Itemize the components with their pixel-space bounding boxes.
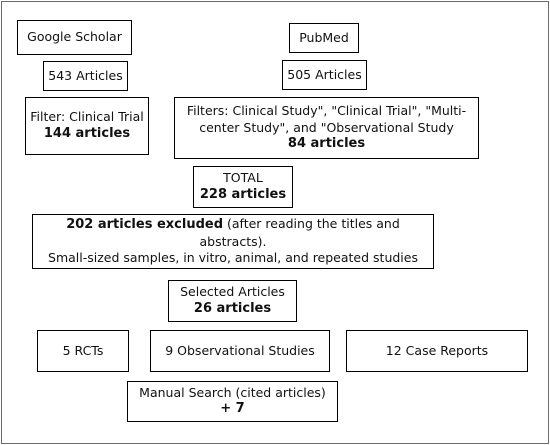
excluded-reason: (after reading the titles and abstracts)… xyxy=(199,216,400,250)
google-count: 543 Articles xyxy=(48,67,123,83)
rcts-box: 5 RCTs xyxy=(37,330,129,372)
manual-search-value: + 7 xyxy=(220,401,245,417)
pubmed-label: PubMed xyxy=(299,29,349,45)
observational-label: 9 Observational Studies xyxy=(165,342,315,358)
google-count-box: 543 Articles xyxy=(43,61,128,91)
excluded-count: 202 articles excluded xyxy=(66,217,224,233)
selected-label: Selected Articles xyxy=(180,284,285,300)
selected-value: 26 articles xyxy=(193,300,272,316)
total-value: 228 articles xyxy=(199,186,287,202)
pubmed-box: PubMed xyxy=(289,23,359,53)
google-filter-box: Filter: Clinical Trial 144 articles xyxy=(25,97,149,155)
pubmed-filter-box: Filters: Clinical Study", "Clinical Tria… xyxy=(174,97,479,159)
total-box: TOTAL 228 articles xyxy=(193,166,293,208)
pubmed-filter-line1: Filters: Clinical Study", "Clinical Tria… xyxy=(186,103,467,119)
case-reports-label: 12 Case Reports xyxy=(385,342,489,358)
manual-search-label: Manual Search (cited articles) xyxy=(139,384,326,400)
excluded-line1: 202 articles excluded (after reading the… xyxy=(33,216,433,250)
pubmed-count: 505 Articles xyxy=(287,66,362,82)
pubmed-count-box: 505 Articles xyxy=(282,60,367,90)
observational-box: 9 Observational Studies xyxy=(150,330,330,372)
selected-box: Selected Articles 26 articles xyxy=(168,280,297,322)
excluded-line2: Small-sized samples, in vitro, animal, a… xyxy=(48,250,418,266)
manual-search-box: Manual Search (cited articles) + 7 xyxy=(127,381,338,422)
total-label: TOTAL xyxy=(223,170,263,186)
google-filtered-count: 144 articles xyxy=(43,125,131,141)
case-reports-box: 12 Case Reports xyxy=(346,330,528,372)
excluded-box: 202 articles excluded (after reading the… xyxy=(32,214,434,269)
pubmed-filtered-count: 84 articles xyxy=(287,135,366,151)
google-scholar-label: Google Scholar xyxy=(27,29,122,45)
google-filter-label: Filter: Clinical Trial xyxy=(30,109,144,125)
rcts-label: 5 RCTs xyxy=(62,342,104,358)
google-scholar-box: Google Scholar xyxy=(17,20,132,55)
pubmed-filter-line2: center Study", and "Observational Study xyxy=(199,119,454,135)
